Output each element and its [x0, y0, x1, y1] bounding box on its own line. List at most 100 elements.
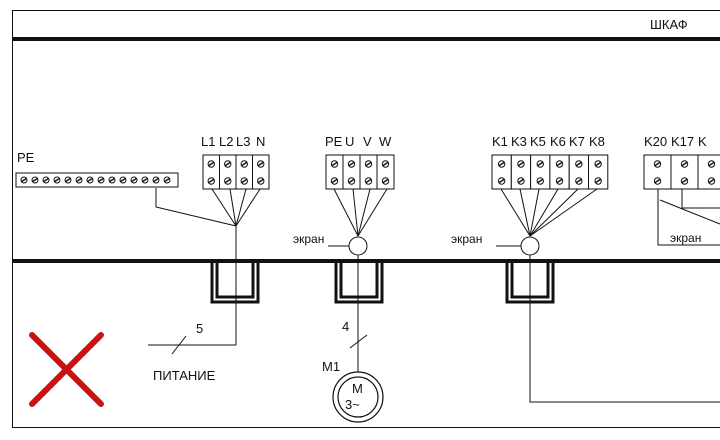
screw-icon: [594, 160, 602, 168]
power-terminal-block: L1 L2 L3 N: [201, 134, 270, 190]
screw-slot: [131, 177, 137, 183]
screw-slot: [681, 161, 688, 167]
screw-icon: [364, 177, 373, 185]
screw-icon: [163, 176, 171, 184]
screw-slot: [208, 178, 215, 184]
cabinet-label: ШКАФ: [650, 17, 688, 32]
screw-slot: [537, 178, 544, 184]
cable-glands: [210, 261, 555, 304]
screw-slot: [498, 178, 505, 184]
motor-cable-external: 4: [342, 319, 368, 349]
control-2-wire-c: [659, 199, 720, 225]
screw-icon: [20, 176, 28, 184]
screw-icon: [653, 160, 662, 168]
terminal-label-l3: L3: [236, 134, 250, 149]
terminal-label-v: V: [363, 134, 372, 149]
screw-icon: [575, 160, 583, 168]
screw-slot: [21, 177, 27, 183]
screw-icon: [536, 160, 544, 168]
screw-slot: [654, 178, 661, 184]
control-1-terminals: [491, 154, 609, 190]
screw-slot: [498, 161, 505, 167]
control-2-wire-a: [657, 189, 720, 246]
screw-slot: [241, 161, 248, 167]
screw-icon: [330, 177, 339, 185]
pe-wire: [155, 188, 237, 227]
motor-wire-pe: [333, 188, 359, 237]
control-terminal-block-2: K20 K17 K: [643, 134, 720, 190]
control-2-terminal-3: [697, 154, 720, 190]
screw-slot: [595, 161, 602, 167]
screw-slot: [575, 178, 582, 184]
control-wire-k3: [519, 188, 531, 237]
screw-slot: [708, 178, 715, 184]
screw-icon: [555, 160, 564, 168]
screw-slot: [224, 161, 231, 167]
screw-icon: [653, 177, 662, 185]
pe-bus-label: PE: [17, 150, 35, 165]
motor-symbol-bottom: 3~: [345, 397, 360, 412]
screw-slot: [32, 177, 38, 183]
screw-slot: [331, 178, 338, 184]
control-2-terminals: [643, 154, 720, 190]
power-wire-l2: [229, 188, 237, 227]
screw-slot: [87, 177, 93, 183]
gland-power: [210, 261, 260, 304]
terminal-label-k8: K8: [589, 134, 605, 149]
screw-slot: [556, 161, 563, 167]
screw-icon: [224, 177, 232, 185]
screw-icon: [575, 177, 583, 185]
motor-terminal-block: PE U V W: [325, 134, 395, 190]
screw-icon: [64, 176, 72, 184]
gland-control: [505, 261, 555, 304]
screw-icon: [707, 160, 716, 168]
terminal-label-u: U: [345, 134, 354, 149]
motor-wire-u: [352, 188, 359, 237]
screw-icon: [381, 160, 390, 168]
gland-motor: [334, 261, 384, 304]
screw-slot: [556, 178, 563, 184]
screw-slot: [348, 178, 355, 184]
screw-icon: [347, 177, 356, 185]
motor-wire-w: [357, 188, 388, 237]
screw-icon: [594, 177, 602, 185]
screw-slot: [153, 177, 159, 183]
motor-shield-label: экран: [293, 232, 324, 246]
screw-slot: [595, 178, 602, 184]
screw-icon: [257, 160, 265, 168]
screw-slot: [654, 161, 661, 167]
screw-icon: [364, 160, 373, 168]
screw-slot: [518, 178, 524, 184]
screw-icon: [86, 176, 94, 184]
screw-icon: [240, 177, 248, 185]
control-terminal-block-1: K1 K3 K5 K6 K7 K8: [491, 134, 609, 190]
screw-slot: [537, 161, 544, 167]
power-wire-l1: [211, 188, 237, 227]
motor-designation: M1: [322, 359, 340, 374]
screw-icon: [497, 177, 506, 185]
control-wire-k1: [500, 188, 531, 237]
control-2-wire-b: [681, 189, 720, 209]
screw-icon: [680, 160, 689, 168]
screw-slot: [208, 161, 215, 167]
motor-terminals: [325, 154, 395, 190]
screw-slot: [382, 161, 389, 167]
screw-icon: [517, 177, 525, 185]
screw-slot: [518, 161, 524, 167]
terminal-label-k6: K6: [550, 134, 566, 149]
screw-slot: [382, 178, 389, 184]
power-terminals: [202, 154, 270, 190]
screw-slot: [54, 177, 60, 183]
control-1-cable: [529, 255, 720, 403]
screw-icon: [53, 176, 61, 184]
screw-icon: [680, 177, 689, 185]
screw-icon: [330, 160, 339, 168]
screw-slot: [164, 177, 170, 183]
screw-icon: [497, 160, 506, 168]
screw-icon: [141, 176, 149, 184]
screw-icon: [381, 177, 390, 185]
screw-slot: [681, 178, 688, 184]
control-wire-k6: [529, 188, 559, 237]
screw-icon: [207, 160, 215, 168]
